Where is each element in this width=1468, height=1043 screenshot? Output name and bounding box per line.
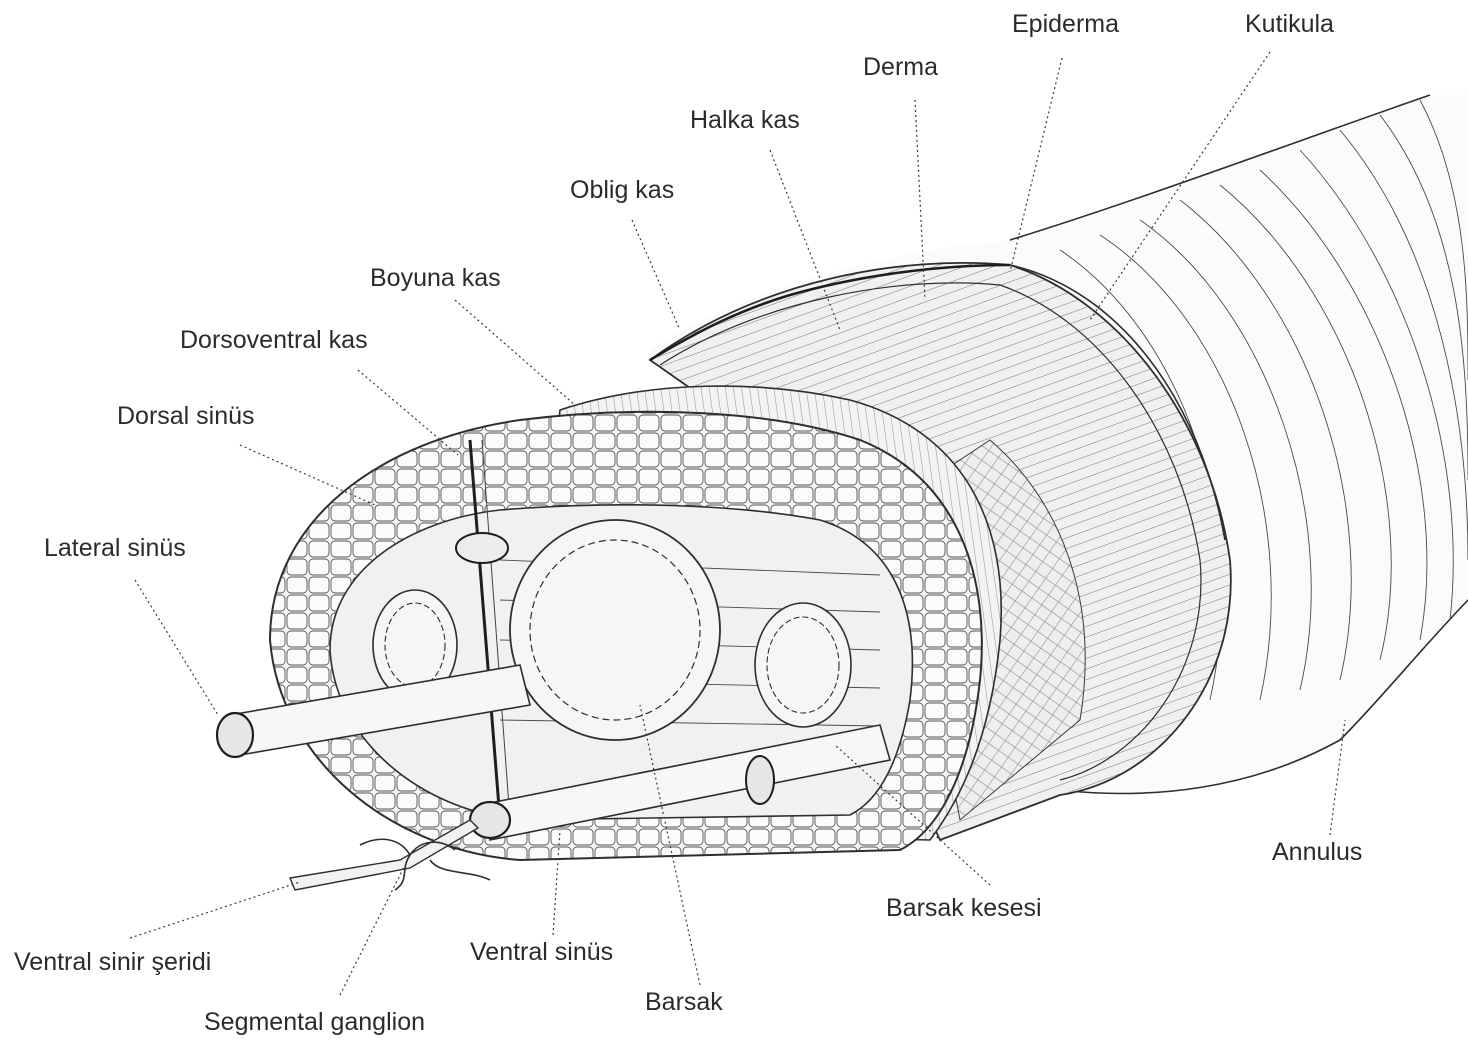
label-dorsal-sinus: Dorsal sinüs bbox=[117, 402, 255, 430]
label-oblig-kas: Oblig kas bbox=[570, 176, 674, 204]
label-annulus: Annulus bbox=[1272, 838, 1362, 866]
label-ventral-sinir-seridi: Ventral sinir şeridi bbox=[14, 948, 211, 976]
label-epiderma: Epiderma bbox=[1012, 10, 1119, 38]
label-lateral-sinus: Lateral sinüs bbox=[44, 534, 186, 562]
label-derma: Derma bbox=[863, 53, 938, 81]
label-dorsoventral-kas: Dorsoventral kas bbox=[180, 326, 368, 354]
lateral-sinus-opening bbox=[217, 713, 253, 757]
ventral-sinus-opening bbox=[470, 802, 510, 838]
label-kutikula: Kutikula bbox=[1245, 10, 1334, 38]
label-ventral-sinus: Ventral sinüs bbox=[470, 938, 613, 966]
ventral-nerve-cord bbox=[290, 820, 490, 890]
label-barsak-kesesi: Barsak kesesi bbox=[886, 894, 1042, 922]
label-barsak: Barsak bbox=[645, 988, 723, 1016]
label-boyuna-kas: Boyuna kas bbox=[370, 264, 501, 292]
lateral-sinus-opening-2 bbox=[746, 756, 774, 804]
dorsal-sinus-opening bbox=[456, 533, 508, 563]
label-halka-kas: Halka kas bbox=[690, 106, 800, 134]
label-segmental-ganglion: Segmental ganglion bbox=[204, 1008, 425, 1036]
